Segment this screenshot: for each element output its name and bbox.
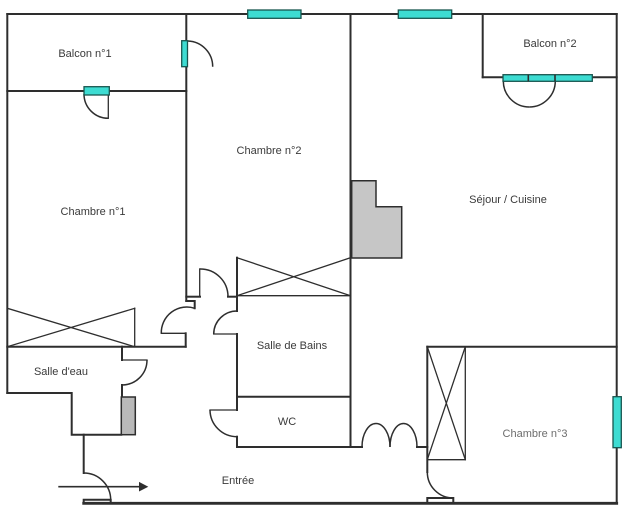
- door-arc-chambre2-balcon1: [187, 40, 214, 67]
- window-chambre2-balcon1: [181, 40, 189, 68]
- window-top-sejour: [397, 9, 453, 19]
- wall-chambre1-door-jamb: [185, 300, 196, 310]
- wall-entry-step: [82, 498, 112, 505]
- label-wc: WC: [278, 416, 296, 428]
- closet-x-box-chambre3: [426, 345, 467, 461]
- window-chambre3: [612, 396, 622, 449]
- entrance-arrow-icon: [58, 481, 149, 492]
- door-arc-chambre2: [199, 268, 229, 297]
- label-salle-eau: Salle d'eau: [34, 366, 88, 378]
- label-chambre-3: Chambre n°3: [503, 428, 568, 440]
- door-arc-sejour-right: [389, 422, 418, 448]
- doors: [82, 40, 557, 501]
- door-arc-sejour-left: [361, 422, 391, 448]
- door-arc-salle-eau: [121, 359, 148, 386]
- door-arc-chambre1: [160, 306, 195, 334]
- windows: [83, 9, 622, 449]
- radiator: [120, 396, 137, 436]
- label-balcon-1: Balcon n°1: [58, 48, 111, 60]
- closet-x-box-chambre1: [6, 307, 136, 348]
- label-salle-de-bains: Salle de Bains: [257, 340, 328, 352]
- door-arc-balcon2-left: [502, 80, 530, 108]
- window-chambre1-balcon1: [83, 86, 110, 96]
- label-entree: Entrée: [222, 475, 254, 487]
- closet-x-box-chambre2: [236, 256, 352, 297]
- door-arc-chambre1-balcon1: [83, 93, 109, 120]
- label-chambre-2: Chambre n°2: [237, 145, 302, 157]
- door-arc-chambre3: [426, 471, 454, 499]
- door-arc-wc: [209, 409, 238, 438]
- window-balcon2: [502, 74, 593, 82]
- label-sejour-cuisine: Séjour / Cuisine: [469, 194, 547, 206]
- window-top-chambre2: [247, 9, 302, 19]
- window-balcon2-dividers: [527, 74, 556, 82]
- door-arc-salle-de-bains: [212, 310, 238, 335]
- wall-salle-eau-bottom: [6, 392, 123, 436]
- kitchen-fixture: [350, 179, 403, 259]
- label-chambre-1: Chambre n°1: [61, 206, 126, 218]
- door-arc-entree: [83, 472, 112, 501]
- room-labels: Balcon n°1 Balcon n°2 Chambre n°1 Chambr…: [34, 38, 577, 487]
- closet-x-boxes: [6, 256, 467, 461]
- door-arc-balcon2-right: [529, 80, 557, 108]
- label-balcon-2: Balcon n°2: [523, 38, 576, 50]
